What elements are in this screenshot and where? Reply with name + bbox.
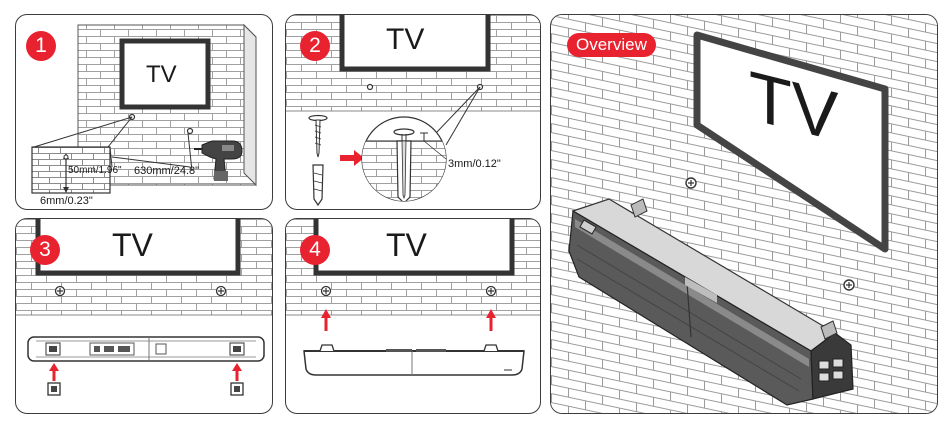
soundbar-top xyxy=(303,344,525,376)
step-2-panel: 2 TV 3mm/0.12" xyxy=(285,14,541,210)
tv-label: TV xyxy=(112,227,153,263)
overview-illustration xyxy=(551,15,937,413)
drill-icon xyxy=(194,140,243,181)
soundbar-rear xyxy=(27,336,265,362)
arrow-up-icon xyxy=(49,363,59,381)
bracket-icon xyxy=(230,382,244,396)
step-badge: 2 xyxy=(300,31,330,61)
tv-frame xyxy=(119,38,211,110)
step-2-illustration xyxy=(286,15,540,207)
step-badge: 4 xyxy=(300,235,330,265)
arrow-up-icon xyxy=(486,309,496,331)
step-1-panel: 1 TV 50mm/1.96" 630mm/24.8" 6mm/0.23" xyxy=(15,14,273,210)
arrow-up-icon xyxy=(232,363,242,381)
gap-measure: 3mm/0.12" xyxy=(448,158,501,170)
width-measure: 630mm/24.8" xyxy=(134,165,200,177)
bracket-icon xyxy=(47,382,61,396)
height-measure: 50mm/1.96" xyxy=(68,165,122,176)
tv-label: TV xyxy=(386,23,425,56)
overview-label: Overview xyxy=(567,33,656,57)
step-badge: 3 xyxy=(30,235,60,265)
tv-frame xyxy=(693,31,889,253)
screw-icon xyxy=(215,285,227,297)
tv-label: TV xyxy=(386,227,427,263)
tv-frame xyxy=(339,15,491,72)
step-1-illustration xyxy=(31,23,257,194)
wall-anchor-icon xyxy=(312,164,324,207)
screw-point-right xyxy=(186,127,194,135)
screw-icon xyxy=(843,279,855,291)
screw-icon xyxy=(685,177,697,189)
soundbar-mounted xyxy=(568,198,854,406)
screw-icon xyxy=(308,114,328,158)
screw-icon xyxy=(320,285,332,297)
overview-panel: Overview TV xyxy=(550,14,938,414)
detail-inset xyxy=(31,146,111,194)
drill-size-measure: 6mm/0.23" xyxy=(40,195,93,207)
tv-label: TV xyxy=(146,61,177,88)
step-3-illustration xyxy=(16,219,272,396)
step-3-panel: 3 TV xyxy=(15,218,273,414)
arrow-up-icon xyxy=(321,309,331,331)
screw-icon xyxy=(54,285,66,297)
step-badge: 1 xyxy=(26,31,56,61)
screw-icon xyxy=(485,285,497,297)
step-4-panel: 4 TV xyxy=(285,218,541,414)
arrow-right-icon xyxy=(340,150,364,166)
